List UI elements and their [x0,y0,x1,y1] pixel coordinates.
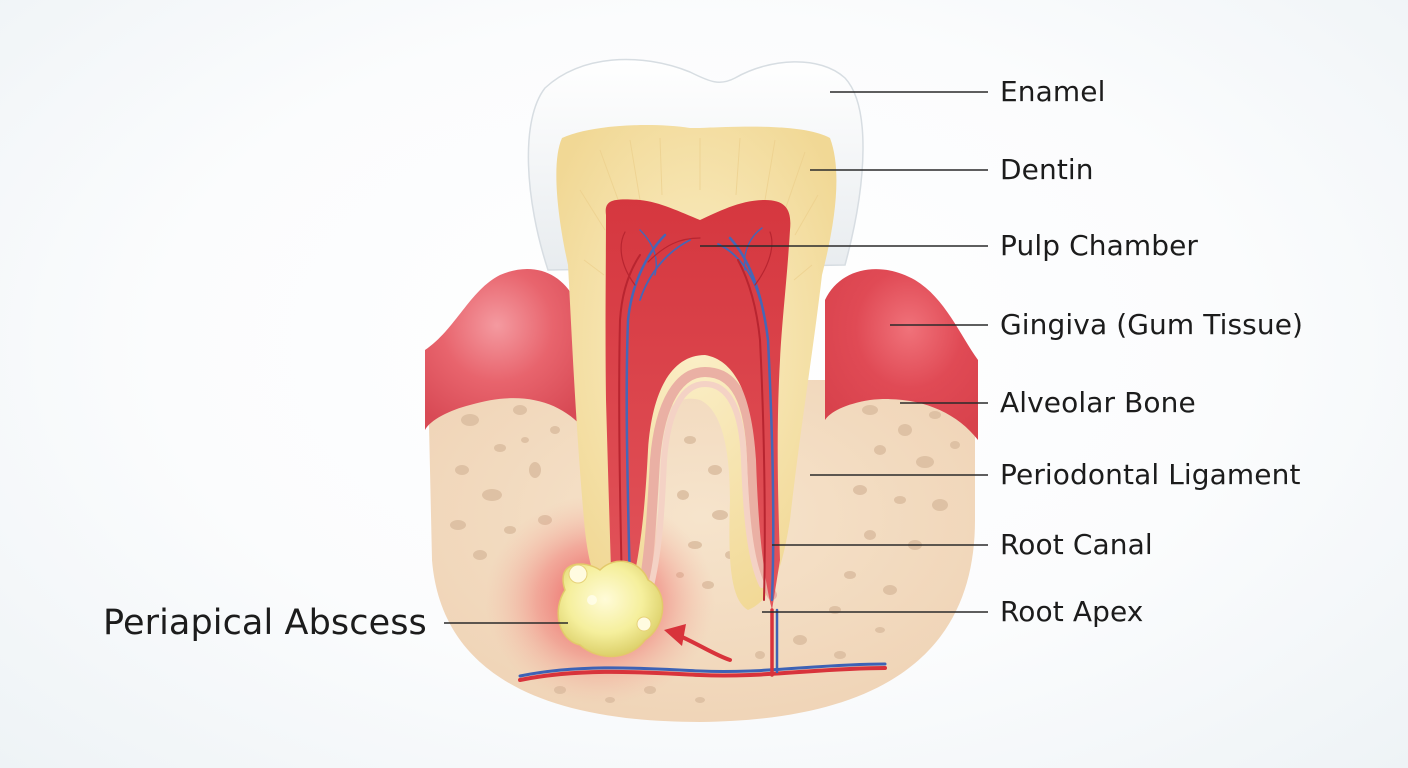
label-enamel: Enamel [1000,75,1106,108]
label-alveolar-bone: Alveolar Bone [1000,386,1196,419]
abscess-shape [557,560,664,658]
gingiva-right [825,269,978,440]
label-root-canal: Root Canal [1000,528,1153,561]
label-periapical-abscess: Periapical Abscess [103,603,427,643]
periodontal-ligament-shape [636,366,777,605]
label-pulp-chamber: Pulp Chamber [1000,229,1199,262]
pulp-vessels [618,227,775,602]
dentin-tubules [579,137,819,281]
pulp-chamber-shape [605,199,791,610]
bone-vessels [518,608,887,682]
root-inner-layer [647,380,765,593]
leader-lines [444,91,988,624]
abscess-arrow-icon [664,624,732,662]
label-gingiva: Gingiva (Gum Tissue) [1000,308,1304,341]
label-periodontal-ligament: Periodontal Ligament [1000,458,1301,491]
gingiva-left [425,268,585,430]
bone-pores [450,405,960,703]
label-root-apex: Root Apex [1000,595,1144,628]
label-dentin: Dentin [1000,153,1094,186]
